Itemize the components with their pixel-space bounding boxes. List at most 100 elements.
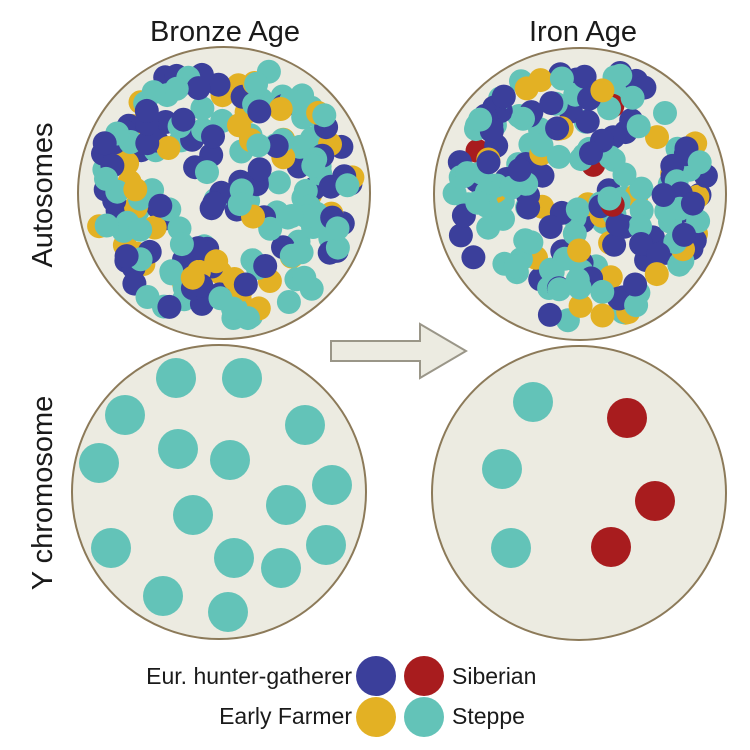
bronze-y-steppe-dot bbox=[266, 485, 306, 525]
bronze-auto-hunter-gatherer-dot bbox=[202, 191, 227, 216]
bronze-auto-steppe-dot bbox=[169, 232, 194, 257]
legend-swatch-siberian bbox=[404, 656, 444, 696]
bronze-auto-early-farmer-dot bbox=[204, 249, 229, 274]
iron-auto-steppe-dot bbox=[612, 162, 637, 187]
bronze-auto-steppe-dot bbox=[190, 96, 215, 121]
iron-auto-steppe-dot bbox=[624, 293, 649, 318]
iron-y-siberian-dot bbox=[607, 398, 647, 438]
bronze-age-heading: Bronze Age bbox=[150, 16, 300, 48]
bronze-auto-early-farmer-dot bbox=[227, 113, 251, 138]
iron-auto-steppe-dot bbox=[529, 133, 554, 158]
iron-auto-hunter-gatherer-dot bbox=[516, 195, 541, 220]
bronze-y-steppe-dot bbox=[158, 429, 198, 469]
bronze-auto-hunter-gatherer-dot bbox=[92, 131, 117, 156]
iron-auto-steppe-dot bbox=[653, 101, 677, 125]
iron-auto-steppe-dot bbox=[608, 63, 633, 88]
bronze-auto-hunter-gatherer-dot bbox=[247, 99, 272, 124]
iron-auto-hunter-gatherer-dot bbox=[507, 157, 532, 182]
bronze-auto-early-farmer-dot bbox=[123, 177, 148, 202]
iron-auto-steppe-dot bbox=[513, 228, 538, 253]
bronze-y-steppe-dot bbox=[261, 548, 301, 588]
iron-auto-steppe-dot bbox=[687, 150, 712, 175]
iron-auto-early-farmer-dot bbox=[568, 293, 593, 318]
iron-auto-hunter-gatherer-dot bbox=[605, 212, 630, 237]
bronze-auto-steppe-dot bbox=[208, 286, 233, 311]
iron-auto-hunter-gatherer-dot bbox=[651, 183, 676, 207]
autosomes-row-label: Autosomes bbox=[27, 122, 59, 267]
iron-auto-hunter-gatherer-dot bbox=[538, 215, 563, 239]
iron-auto-hunter-gatherer-dot bbox=[537, 302, 562, 327]
right-arrow-icon bbox=[330, 322, 468, 380]
bronze-auto-hunter-gatherer-dot bbox=[186, 76, 211, 101]
iron-auto-early-farmer-dot bbox=[567, 238, 592, 263]
iron-auto-steppe-dot bbox=[549, 66, 574, 91]
iron-auto-steppe-dot bbox=[628, 214, 652, 239]
iron-age-heading: Iron Age bbox=[529, 16, 637, 48]
bronze-auto-hunter-gatherer-dot bbox=[233, 272, 258, 297]
iron-auto-early-farmer-dot bbox=[645, 125, 669, 150]
bronze-auto-early-farmer-dot bbox=[268, 97, 293, 121]
iron-auto-early-farmer-dot bbox=[590, 303, 615, 328]
bronze-auto-steppe-dot bbox=[128, 217, 153, 242]
bronze-auto-steppe-dot bbox=[246, 133, 271, 158]
iron-auto-hunter-gatherer-dot bbox=[623, 272, 648, 297]
bronze-y-steppe-dot bbox=[91, 528, 131, 568]
bronze-y-steppe-dot bbox=[285, 405, 325, 445]
y-chromosome-row-label: Y chromosome bbox=[27, 396, 59, 591]
iron-auto-steppe-dot bbox=[468, 107, 493, 132]
iron-age-y-chromosome-dots bbox=[482, 382, 675, 568]
iron-auto-steppe-dot bbox=[626, 114, 651, 139]
iron-y-siberian-dot bbox=[635, 481, 675, 521]
bronze-auto-steppe-dot bbox=[325, 216, 350, 241]
iron-auto-steppe-dot bbox=[476, 215, 501, 240]
bronze-auto-steppe-dot bbox=[258, 216, 283, 241]
bronze-auto-hunter-gatherer-dot bbox=[171, 107, 196, 132]
iron-auto-steppe-dot bbox=[629, 176, 654, 201]
bronze-y-steppe-dot bbox=[208, 592, 248, 632]
bronze-auto-steppe-dot bbox=[164, 76, 189, 101]
iron-y-steppe-dot bbox=[513, 382, 553, 422]
iron-auto-steppe-dot bbox=[547, 277, 572, 302]
iron-auto-steppe-dot bbox=[503, 254, 528, 279]
iron-y-steppe-dot bbox=[491, 528, 531, 568]
iron-auto-steppe-dot bbox=[565, 267, 590, 292]
bronze-auto-hunter-gatherer-dot bbox=[135, 131, 160, 156]
bronze-auto-early-farmer-dot bbox=[180, 265, 205, 290]
bronze-y-steppe-dot bbox=[210, 440, 250, 480]
bronze-auto-steppe-dot bbox=[312, 103, 337, 128]
iron-auto-early-farmer-dot bbox=[514, 76, 539, 101]
bronze-auto-hunter-gatherer-dot bbox=[264, 134, 289, 158]
iron-auto-hunter-gatherer-dot bbox=[579, 141, 603, 166]
iron-auto-hunter-gatherer-dot bbox=[545, 116, 570, 141]
bronze-auto-steppe-dot bbox=[94, 213, 119, 238]
iron-auto-steppe-dot bbox=[455, 161, 480, 186]
bronze-y-steppe-dot bbox=[173, 495, 213, 535]
bronze-auto-hunter-gatherer-dot bbox=[134, 98, 159, 123]
bronze-auto-hunter-gatherer-dot bbox=[157, 294, 182, 319]
legend-label-siberian: Siberian bbox=[452, 663, 536, 689]
bronze-auto-steppe-dot bbox=[292, 265, 317, 290]
iron-auto-steppe-dot bbox=[620, 85, 645, 110]
legend-swatch-early-farmer bbox=[356, 697, 396, 737]
iron-auto-steppe-dot bbox=[546, 144, 571, 169]
iron-auto-early-farmer-dot bbox=[644, 262, 669, 287]
bronze-auto-steppe-dot bbox=[195, 160, 219, 185]
iron-auto-steppe-dot bbox=[499, 175, 524, 200]
legend-swatch-steppe bbox=[404, 697, 444, 737]
bronze-y-steppe-dot bbox=[105, 395, 145, 435]
iron-age-y-chromosome-panel bbox=[431, 345, 727, 641]
bronze-auto-steppe-dot bbox=[227, 192, 252, 217]
bronze-y-steppe-dot bbox=[214, 538, 254, 578]
legend-swatch-hunter-gatherer bbox=[356, 656, 396, 696]
bronze-y-steppe-dot bbox=[312, 465, 352, 505]
bronze-y-steppe-dot bbox=[306, 525, 346, 565]
iron-auto-steppe-dot bbox=[597, 186, 622, 211]
bronze-y-steppe-dot bbox=[79, 443, 119, 483]
iron-age-autosomes-dots bbox=[442, 61, 718, 333]
bronze-y-steppe-dot bbox=[222, 358, 262, 398]
iron-y-steppe-dot bbox=[482, 449, 522, 489]
legend-label-hunter-gatherer: Eur. hunter-gatherer bbox=[146, 663, 352, 689]
bronze-auto-steppe-dot bbox=[301, 153, 326, 178]
